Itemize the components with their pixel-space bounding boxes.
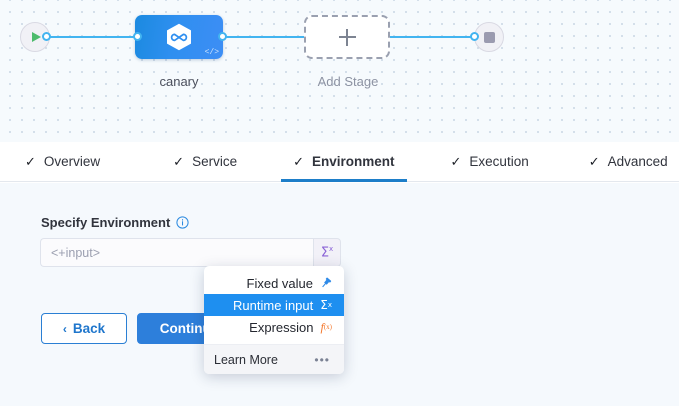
stage-node-canary[interactable]: </> bbox=[135, 15, 223, 59]
pin-icon bbox=[320, 277, 332, 289]
tab-service[interactable]: ✓ Service bbox=[173, 142, 237, 181]
check-icon: ✓ bbox=[450, 154, 462, 169]
connector-port-canary-out[interactable] bbox=[218, 32, 227, 41]
pipeline-end-node[interactable] bbox=[474, 22, 504, 52]
field-label-text: Specify Environment bbox=[41, 215, 171, 230]
connector-port-end[interactable] bbox=[470, 32, 479, 41]
tab-execution[interactable]: ✓ Execution bbox=[451, 142, 529, 181]
learn-more-label: Learn More bbox=[214, 352, 278, 367]
tab-environment[interactable]: ✓ Environment bbox=[281, 142, 407, 182]
connector-line-canary-to-addstage bbox=[222, 36, 304, 38]
specify-environment-label: Specify Environment bbox=[41, 215, 189, 230]
pipeline-canvas[interactable]: </> canary Add Stage bbox=[0, 0, 679, 142]
tab-advanced[interactable]: ✓ Advanced bbox=[589, 142, 668, 181]
check-icon: ✓ bbox=[588, 154, 600, 169]
dropdown-item-label: Expression bbox=[249, 319, 314, 335]
tab-label: Advanced bbox=[607, 154, 668, 169]
play-icon bbox=[32, 32, 41, 42]
specify-environment-input-row: Σx bbox=[40, 238, 341, 267]
tab-label: Overview bbox=[43, 154, 101, 169]
dropdown-item-fixed-value[interactable]: Fixed value bbox=[204, 272, 344, 294]
tab-label: Environment bbox=[312, 154, 395, 169]
info-icon[interactable] bbox=[176, 216, 189, 229]
continue-button-label: Continue bbox=[159, 321, 219, 336]
connector-port-start[interactable] bbox=[42, 32, 51, 41]
specify-environment-input[interactable] bbox=[40, 238, 313, 267]
back-button-label: Back bbox=[72, 321, 106, 336]
tab-overview[interactable]: ✓ Overview bbox=[25, 142, 100, 181]
ellipsis-icon: ••• bbox=[314, 352, 330, 367]
check-icon: ✓ bbox=[173, 154, 185, 169]
dropdown-item-label: Runtime input bbox=[233, 297, 314, 313]
add-stage-node[interactable] bbox=[304, 15, 390, 59]
connector-line-start-to-canary bbox=[46, 36, 138, 38]
check-icon: ✓ bbox=[25, 154, 36, 169]
runtime-input-toggle-button[interactable]: Σx bbox=[313, 238, 341, 267]
stop-icon bbox=[483, 31, 495, 43]
tab-label: Service bbox=[192, 154, 238, 169]
fx-icon: f(x) bbox=[320, 320, 332, 334]
plus-icon-bar bbox=[338, 36, 356, 38]
chevron-left-icon: ‹ bbox=[62, 321, 67, 336]
dropdown-item-expression[interactable]: Expression f(x) bbox=[204, 316, 344, 338]
connector-line-addstage-to-end bbox=[390, 36, 474, 38]
stage-node-label-canary: canary bbox=[159, 74, 199, 89]
tab-label: Execution bbox=[469, 154, 529, 169]
back-button[interactable]: ‹ Back bbox=[41, 313, 127, 344]
dropdown-learn-more-row[interactable]: Learn More ••• bbox=[204, 344, 344, 374]
dropdown-item-label: Fixed value bbox=[246, 275, 313, 291]
connector-port-canary-in[interactable] bbox=[133, 32, 142, 41]
code-icon: </> bbox=[204, 48, 219, 57]
add-stage-label: Add Stage bbox=[317, 74, 379, 89]
check-icon: ✓ bbox=[293, 154, 304, 169]
harness-hexagon-icon bbox=[166, 23, 192, 51]
sigma-x-icon: Σx bbox=[320, 244, 334, 261]
stage-tabs: ✓ Overview ✓ Service ✓ Environment ✓ Exe… bbox=[0, 142, 679, 182]
